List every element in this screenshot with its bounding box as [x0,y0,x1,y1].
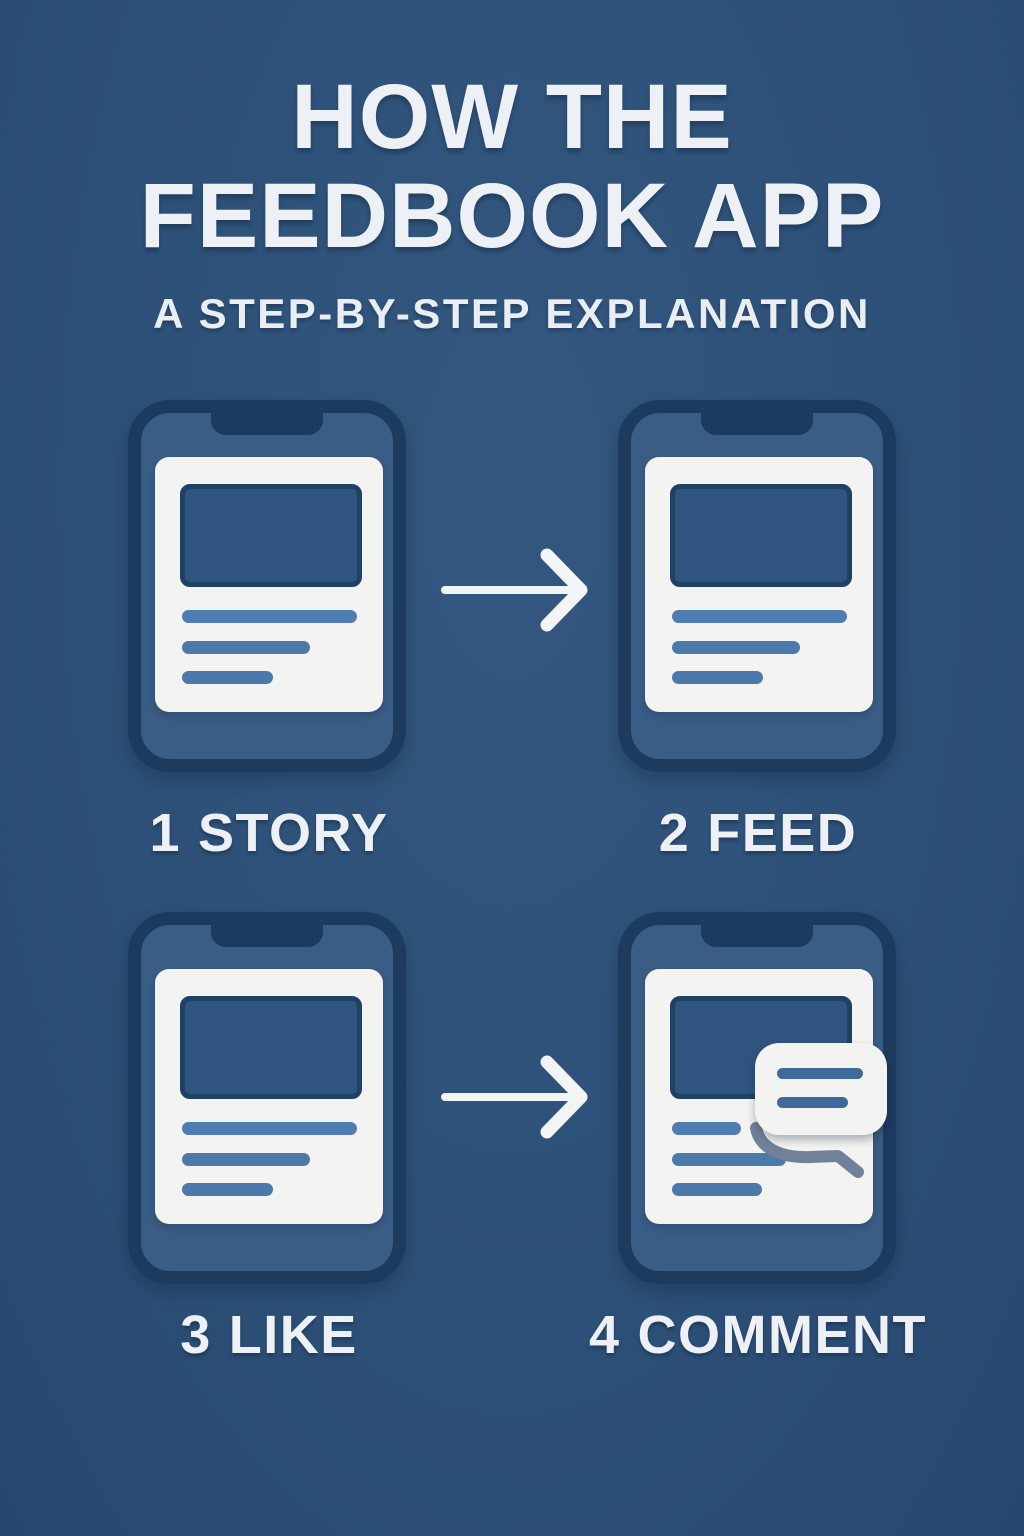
step-name: STORY [198,803,389,863]
text-line [672,1183,762,1196]
phone-notch [211,411,323,435]
post-image-placeholder [180,996,362,1099]
title-line-1: HOW THE [291,66,733,168]
phone-notch [701,411,813,435]
step-name: LIKE [228,1305,358,1365]
post-card [155,457,383,712]
step-name: COMMENT [637,1305,927,1365]
text-line [182,1153,310,1166]
phone-notch [211,923,323,947]
post-card [645,457,873,712]
phone-notch [701,923,813,947]
arrow-right-icon [441,1055,588,1139]
bubble-text-line [777,1097,848,1108]
text-line [182,610,357,623]
step-number: 3 [180,1305,212,1365]
post-image-placeholder [180,484,362,587]
step-name: FEED [707,803,858,863]
phone-icon-story [128,400,406,772]
post-image-placeholder [670,484,852,587]
text-line [672,1153,786,1166]
step-label-feed: 2 FEED [553,802,963,864]
poster-title: HOW THE FEEDBOOK APP [0,66,1024,268]
text-line [672,1122,741,1135]
text-line [182,1122,357,1135]
step-number: 1 [149,803,181,863]
text-line [672,610,847,623]
step-number: 2 [658,803,691,863]
bubble-tail-icon [750,1122,864,1178]
bubble-text-line [777,1068,863,1079]
text-line [672,671,763,684]
comment-bubble-icon [755,1043,887,1135]
text-line [182,641,310,654]
phone-icon-comment [618,912,896,1284]
step-number: 4 [588,1305,621,1365]
step-label-story: 1 STORY [64,802,474,864]
text-line [182,1183,273,1196]
step-label-comment: 4 COMMENT [553,1304,963,1366]
arrow-right-icon [441,548,588,632]
phone-icon-like [128,912,406,1284]
poster-subtitle: A STEP-BY-STEP EXPLANATION [153,290,871,337]
title-line-2: FEEDBOOK APP [139,165,885,268]
post-card [155,969,383,1224]
text-line [182,671,273,684]
phone-icon-feed [618,400,896,772]
text-line [672,641,800,654]
step-label-like: 3 LIKE [64,1304,474,1366]
